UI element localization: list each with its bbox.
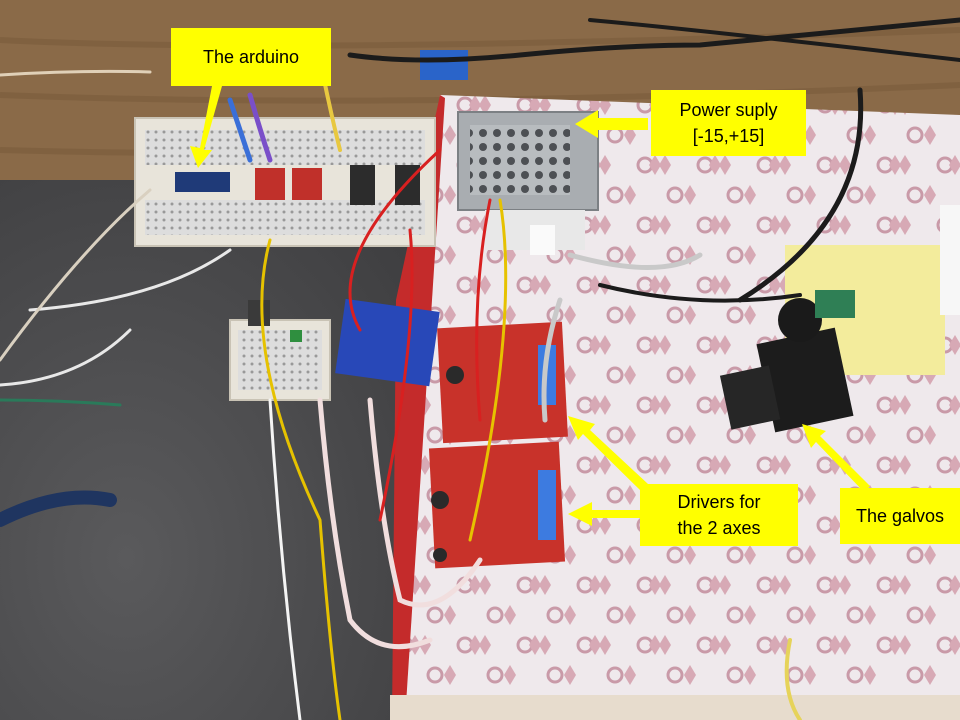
galvo-assembly [719,290,855,433]
callout-power-line-1: Power suply [679,100,778,120]
callout-power-supply: Power suply [-15,+15] [651,90,806,156]
driver-boards [428,321,568,569]
callout-arduino-line-1: The arduino [202,47,300,67]
callout-drivers-line-1: Drivers for [677,492,761,512]
callout-galvos-line-1: The galvos [856,506,945,526]
callout-arduino: The arduino [171,28,331,86]
callout-power-line-2: [-15,+15] [692,126,765,146]
blue-board [335,298,440,387]
callout-drivers-line-2: the 2 axes [677,518,761,538]
power-supply [457,111,599,255]
small-breadboard [229,300,331,401]
cables [0,17,960,720]
callout-drivers: Drivers for the 2 axes [640,484,798,546]
callout-galvos: The galvos [840,488,960,544]
arduino-breadboard [134,117,436,247]
